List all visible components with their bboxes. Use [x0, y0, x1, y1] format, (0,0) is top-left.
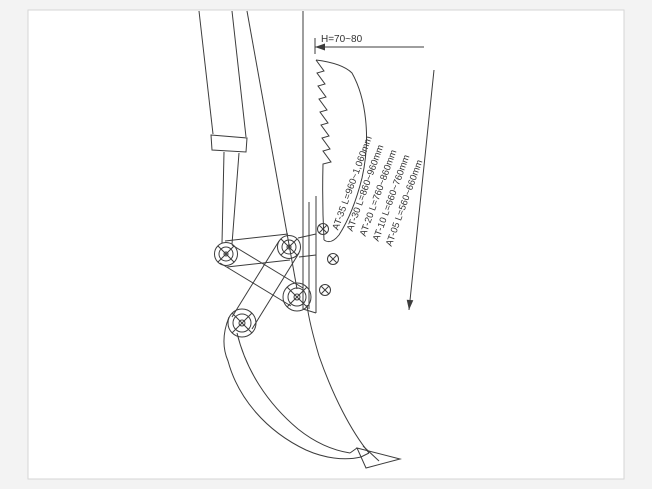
length-leader — [406, 69, 435, 311]
ripper-claw — [223, 304, 402, 469]
hydraulic-cylinder — [198, 10, 248, 245]
pin-joint-c — [227, 308, 257, 338]
pin-joint-a — [214, 242, 238, 266]
leader-arrow-icon — [406, 299, 414, 310]
drawing-paper — [27, 9, 625, 480]
excavator-arm — [246, 10, 317, 314]
pin-joint-d — [282, 282, 312, 312]
mounting-bolts — [317, 223, 339, 296]
pin-joint-b — [277, 235, 301, 259]
h-dimension: H=70~80 — [314, 34, 424, 54]
linkage-bars — [219, 233, 304, 330]
h-dimension-label: H=70~80 — [321, 34, 363, 45]
serrated-blade — [315, 59, 368, 243]
dimension-arrow-icon — [315, 43, 325, 51]
